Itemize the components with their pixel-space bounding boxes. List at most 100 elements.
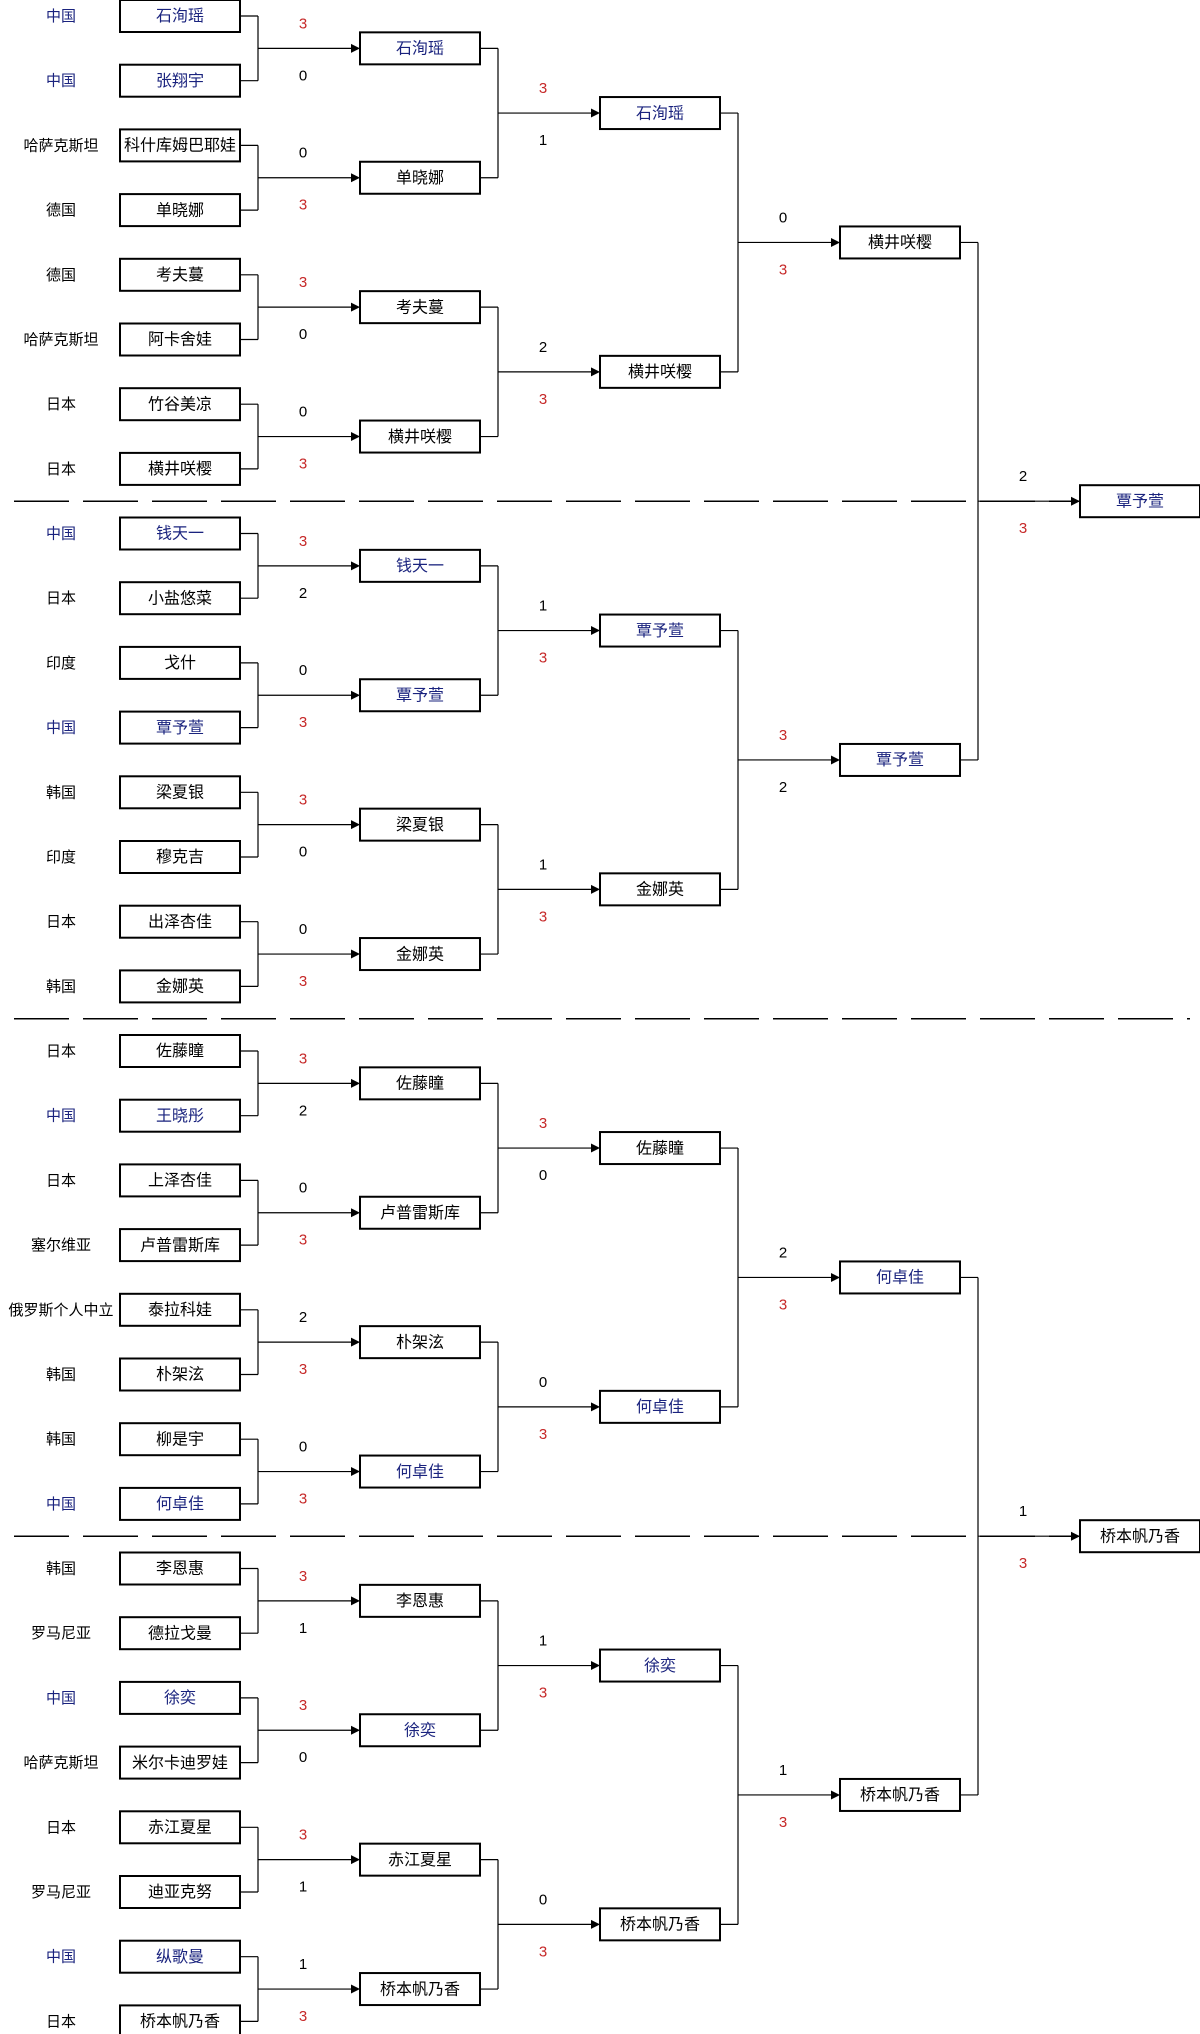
- q2-p7-country: 日本: [46, 914, 76, 931]
- q2-p8-country: 韩国: [46, 978, 76, 995]
- q2-r1-m3-score-bottom: 0: [299, 844, 307, 861]
- q2-p7-name: 出泽杏佳: [148, 913, 212, 931]
- q2-r2-m2-score-top: 1: [539, 856, 547, 873]
- semi-2-score-top: 1: [1019, 1503, 1027, 1520]
- q2-r2-slot2-box: [359, 678, 481, 713]
- q4-r2-slot4-box: [359, 1972, 481, 2007]
- q3-r2-slot2-name: 卢普雷斯库: [380, 1204, 460, 1222]
- q4-r2-slot2-name: 徐奕: [404, 1721, 436, 1739]
- q1-p2-name: 张翔宇: [156, 72, 204, 90]
- q2-r3-arrowhead: [831, 755, 840, 765]
- q1-r2-slot4-box: [359, 419, 481, 454]
- q3-r3-score-top: 2: [779, 1244, 787, 1261]
- q4-r2-slot2-box: [359, 1713, 481, 1748]
- q1-r1-m4-arrowhead: [351, 432, 360, 442]
- q2-r1-m3-arrowhead: [351, 820, 360, 830]
- q4-p2-box: [119, 1616, 241, 1651]
- q2-r1-m4-score-bottom: 3: [299, 973, 307, 990]
- q4-r2-slot3-box: [359, 1842, 481, 1877]
- q4-r2-slot3-name: 赤江夏星: [388, 1851, 452, 1869]
- q1-p1-name: 石洵瑶: [156, 7, 204, 25]
- final-slot-1-box: [1079, 484, 1200, 519]
- final-slot-2-name: 桥本帆乃香: [1100, 1527, 1180, 1545]
- q1-r2-slot1-box: [359, 31, 481, 66]
- q3-winner-box: [839, 1260, 961, 1295]
- q2-p3-box: [119, 645, 241, 680]
- q4-p8-country: 日本: [46, 2013, 76, 2030]
- q1-p2-country: 中国: [46, 73, 76, 90]
- q4-r1-m4-score-bottom: 3: [299, 2008, 307, 2025]
- semi-2-score-bottom: 3: [1019, 1555, 1027, 1572]
- q3-r2-slot4-name: 何卓佳: [396, 1463, 444, 1481]
- q3-r2-slot2-box: [359, 1195, 481, 1230]
- q1-p1-box: [119, 0, 241, 33]
- q2-r3-score-bottom: 2: [779, 779, 787, 796]
- q2-r1-m4-arrowhead: [351, 949, 360, 959]
- q3-r3-slot2-box: [599, 1389, 721, 1424]
- q3-r3-slot2-name: 何卓佳: [636, 1398, 684, 1416]
- q1-p7-name: 竹谷美凉: [148, 395, 212, 413]
- q3-p6-name: 朴架泫: [156, 1366, 204, 1384]
- q1-p5-box: [119, 257, 241, 292]
- q3-r3-slot1-name: 佐藤瞳: [636, 1139, 684, 1157]
- q3-p2-country: 中国: [46, 1108, 76, 1125]
- q4-r1-m3-score-bottom: 1: [299, 1879, 307, 1896]
- q1-r1-m1-arrowhead: [351, 43, 360, 53]
- q4-r2-slot4-name: 桥本帆乃香: [380, 1980, 460, 1998]
- q3-p3-name: 上泽杏佳: [148, 1172, 212, 1190]
- q4-r3-arrowhead: [831, 1790, 840, 1800]
- q3-r2-slot3-name: 朴架泫: [396, 1333, 444, 1351]
- q1-p1-country: 中国: [46, 8, 76, 25]
- q3-p1-name: 佐藤瞳: [156, 1042, 204, 1060]
- q3-p3-country: 日本: [46, 1172, 76, 1189]
- q4-r2-slot1-name: 李恩惠: [396, 1592, 444, 1610]
- q1-p6-name: 阿卡舍娃: [148, 331, 212, 349]
- semi-2-arrowhead: [1071, 1531, 1080, 1541]
- q3-p3-box: [119, 1163, 241, 1198]
- q2-p8-box: [119, 969, 241, 1004]
- q2-p2-name: 小盐悠菜: [148, 589, 212, 607]
- q4-p1-country: 韩国: [46, 1560, 76, 1577]
- q3-p5-name: 泰拉科娃: [148, 1301, 212, 1319]
- q4-r1-m1-arrowhead: [351, 1596, 360, 1606]
- q4-winner-name: 桥本帆乃香: [860, 1786, 940, 1804]
- q4-r2-m1-score-bottom: 3: [539, 1685, 547, 1702]
- semi-1-arrowhead: [1071, 496, 1080, 506]
- q2-r3-score-top: 3: [779, 727, 787, 744]
- q3-r1-m1-score-bottom: 2: [299, 1102, 307, 1119]
- q4-p2-country: 罗马尼亚: [31, 1625, 91, 1642]
- q3-r2-slot1-name: 佐藤瞳: [396, 1075, 444, 1093]
- q2-r1-m1-score-bottom: 2: [299, 585, 307, 602]
- q3-r1-m2-score-top: 0: [299, 1180, 307, 1197]
- q3-p5-country: 俄罗斯个人中立: [8, 1302, 113, 1319]
- q1-r2-m1-score-bottom: 1: [539, 132, 547, 149]
- q2-r2-m1-arrowhead: [591, 626, 600, 636]
- q3-p8-box: [119, 1486, 241, 1521]
- q3-r1-m1-score-top: 3: [299, 1050, 307, 1067]
- q2-p1-box: [119, 516, 241, 551]
- q4-p4-name: 米尔卡迪罗娃: [132, 1754, 228, 1772]
- q2-r1-m2-score-bottom: 3: [299, 714, 307, 731]
- q1-r1-m4-score-bottom: 3: [299, 456, 307, 473]
- q2-r2-slot1-box: [359, 548, 481, 583]
- q4-p5-country: 日本: [46, 1819, 76, 1836]
- semi-1-score-bottom: 3: [1019, 520, 1027, 537]
- q1-r1-m1-score-top: 3: [299, 15, 307, 32]
- q1-r2-m1-score-top: 3: [539, 80, 547, 97]
- q1-p8-country: 日本: [46, 461, 76, 478]
- q4-r1-m3-arrowhead: [351, 1855, 360, 1865]
- q3-r1-m3-score-top: 2: [299, 1309, 307, 1326]
- q4-p3-name: 徐奕: [164, 1689, 196, 1707]
- q4-p5-box: [119, 1810, 241, 1845]
- q1-r1-m2-arrowhead: [351, 173, 360, 183]
- q2-p7-box: [119, 904, 241, 939]
- q1-p7-country: 日本: [46, 396, 76, 413]
- q2-p1-name: 钱天一: [156, 525, 204, 543]
- q2-p6-name: 穆克吉: [156, 848, 204, 866]
- q3-p8-name: 何卓佳: [156, 1495, 204, 1513]
- q2-r2-m2-score-bottom: 3: [539, 908, 547, 925]
- q2-r2-slot1-name: 钱天一: [396, 557, 444, 575]
- q1-r2-m1-arrowhead: [591, 108, 600, 118]
- q2-r3-slot1-name: 覃予萱: [636, 622, 684, 640]
